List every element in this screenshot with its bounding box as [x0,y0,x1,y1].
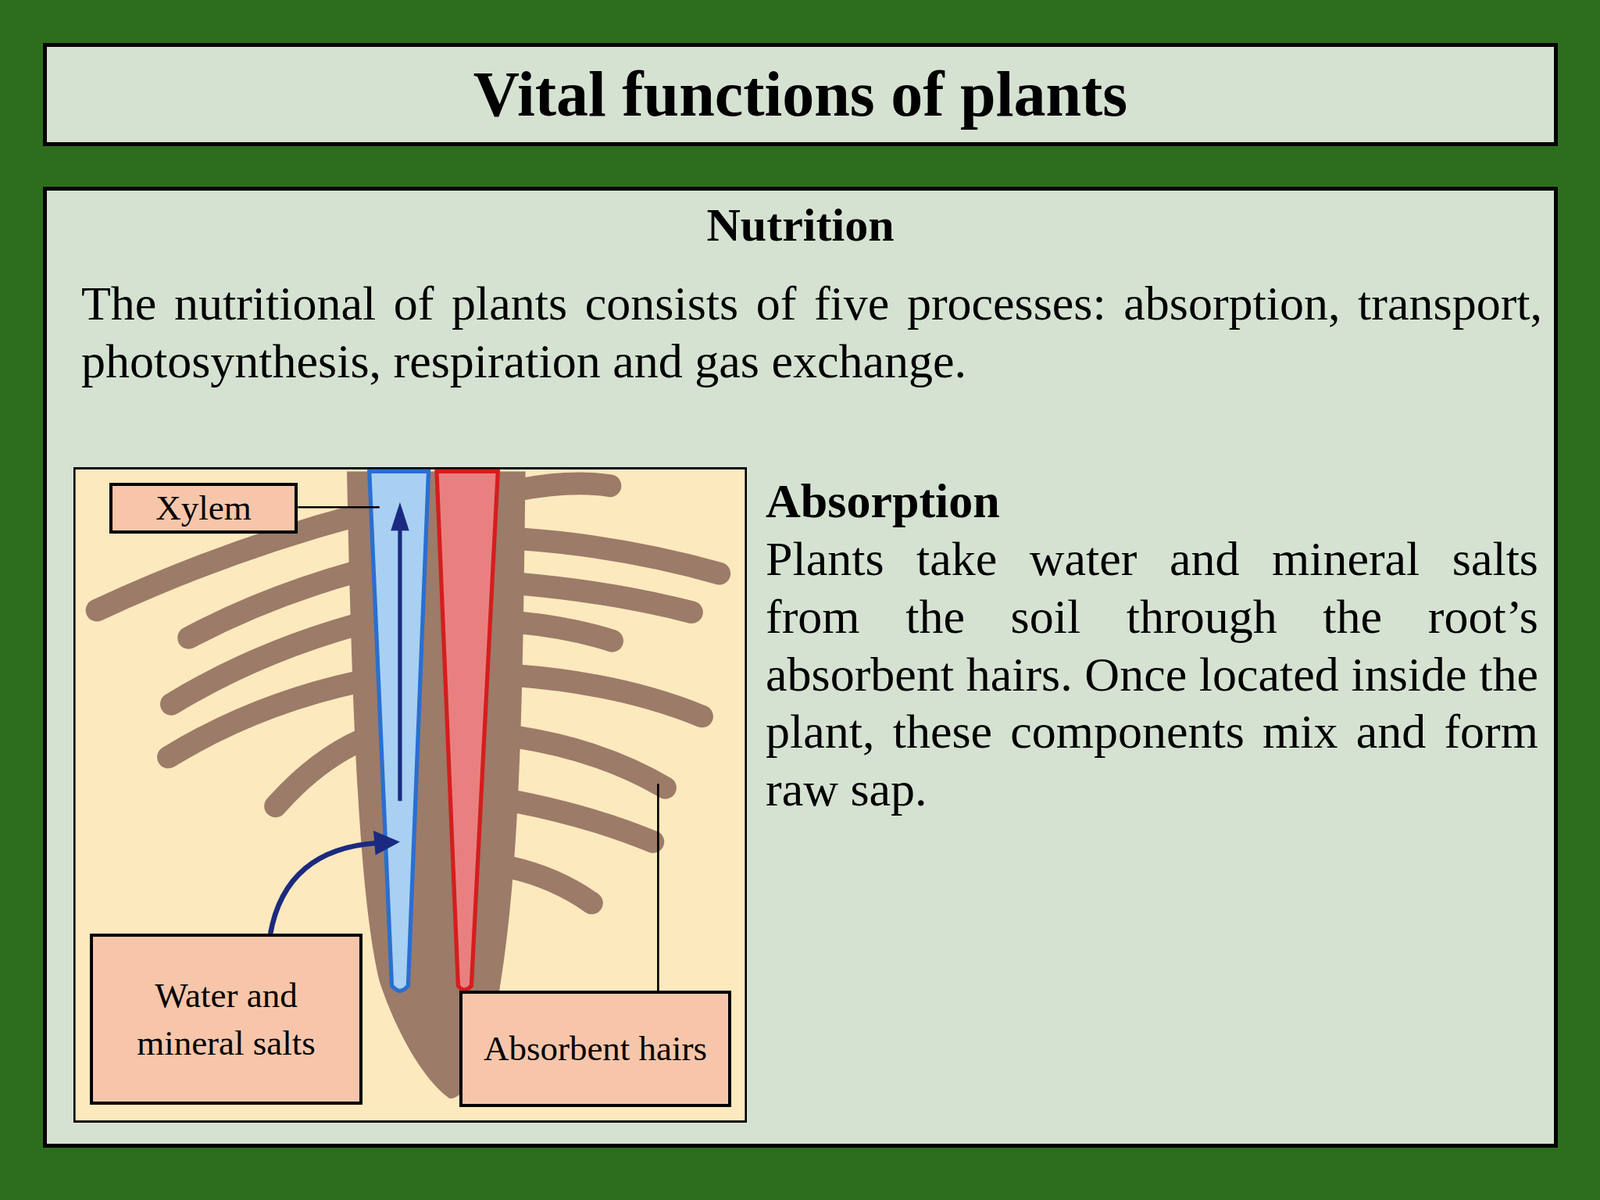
subsection-heading: Absorption [765,471,1547,530]
label-box: Xylem [109,482,298,534]
flow-arrow [397,525,402,802]
root-hair [517,539,719,574]
root-hair [510,867,592,904]
subsection-body: Plants take water and mineral salts from… [765,530,1539,819]
label-text: Xylem [155,484,251,533]
label-box: Water and mineral salts [89,933,363,1105]
root-hair [517,583,692,613]
root-hair [516,675,703,717]
root-hair [275,739,363,807]
label-text: Absorbent hairs [483,1025,708,1073]
absorption-arrow [270,842,378,934]
arrow-head [390,502,410,532]
arrow-head [373,830,400,855]
root-hair [515,736,666,788]
root-hair [517,622,612,642]
leader-line [657,783,660,991]
illustration-frame [73,467,747,1122]
title-box: Vital functions of plants [42,42,1558,147]
section-paragraph: The nutritional of plants consists of fi… [81,275,1543,391]
leader-line [297,506,379,509]
section-heading: Nutrition [46,196,1554,254]
label-box: Absorbent hairs [459,990,732,1108]
phloem-vessel [436,471,498,990]
xylem-vessel [369,471,429,991]
root-hair [517,483,611,490]
root-hair [513,800,654,842]
label-text: Water and mineral salts [99,971,354,1068]
page-title: Vital functions of plants [473,57,1129,132]
